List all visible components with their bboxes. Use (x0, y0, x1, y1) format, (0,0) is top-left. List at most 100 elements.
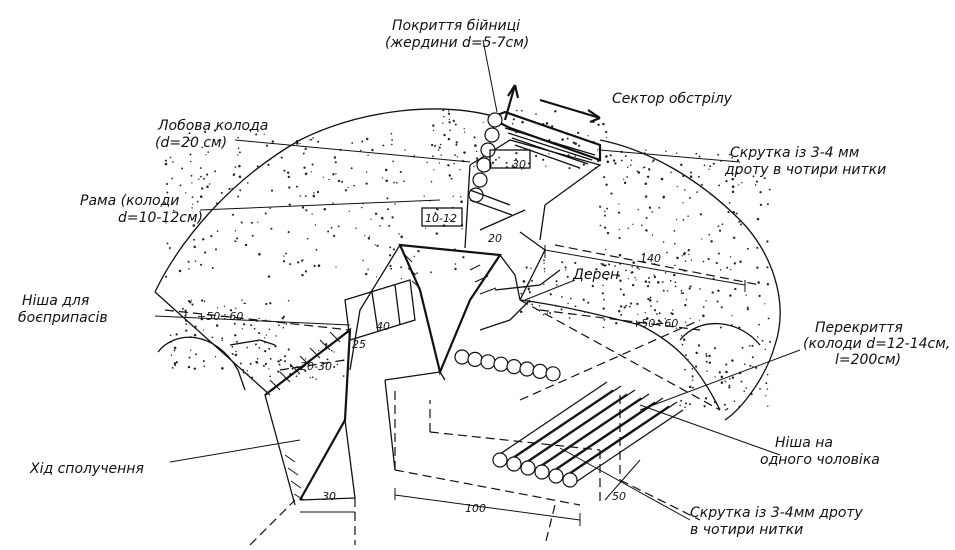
soil-dot (665, 150, 667, 153)
soil-dot (757, 281, 760, 284)
soil-dot (187, 365, 191, 369)
soil-dot (574, 261, 577, 265)
soil-dot (648, 206, 652, 209)
soil-dot (302, 152, 305, 155)
soil-dot (201, 146, 203, 149)
soil-dot (268, 368, 270, 370)
bundle-log-edge (496, 381, 608, 457)
soil-dot (731, 156, 734, 159)
soil-dot (673, 242, 676, 245)
log-bundle (492, 381, 684, 488)
soil-dot (705, 360, 708, 363)
ammo-niche-label-line2: боєприпасів (18, 310, 108, 326)
soil-dot (602, 307, 605, 310)
bundle-log-end (534, 464, 550, 480)
soil-dot (682, 219, 685, 221)
dim-50-60-left: +50÷60 (197, 310, 243, 323)
bundle-log-edge (510, 385, 622, 461)
soil-dot (637, 171, 641, 174)
front-log-label: Лобова колода (d=20 см) (155, 118, 273, 151)
soil-dot (438, 162, 441, 164)
soil-dot (190, 349, 192, 351)
soil-dot (732, 211, 735, 214)
soil-dot (767, 405, 769, 407)
soil-dot (643, 166, 646, 169)
soil-dot (719, 326, 722, 329)
soil-dot (337, 179, 341, 183)
soil-dot (304, 358, 307, 360)
soil-dot (756, 157, 759, 161)
soil-dot (184, 319, 188, 322)
soil-dot (437, 208, 439, 211)
soil-dot (330, 349, 333, 352)
soil-dot (637, 313, 639, 315)
soil-dot (688, 253, 690, 256)
soil-dot (400, 266, 403, 269)
soil-dot (605, 249, 607, 251)
soil-dot (691, 379, 694, 381)
soil-dot (643, 252, 645, 255)
soil-dot (512, 118, 515, 121)
soil-dot (520, 109, 523, 112)
soil-dot (705, 353, 708, 355)
sector-arrows (503, 84, 601, 124)
soil-dot (413, 255, 415, 258)
soil-dot (656, 300, 659, 303)
soil-dot (475, 157, 479, 160)
soil-dot (681, 255, 683, 257)
soil-dot (448, 121, 451, 124)
soil-dot (604, 214, 606, 217)
soil-dot (705, 355, 708, 357)
soil-dot (648, 281, 651, 284)
overlap-log (480, 354, 496, 370)
soil-dot (391, 216, 394, 219)
soil-dot (708, 168, 710, 170)
soil-dot (271, 140, 275, 143)
soil-dot (201, 187, 204, 190)
soil-dot (448, 174, 452, 177)
soil-dot (622, 293, 625, 296)
soil-dot (237, 147, 240, 150)
soil-dot (287, 299, 290, 302)
soil-dot (684, 189, 686, 191)
soil-dot (583, 311, 586, 313)
soil-dot (365, 182, 368, 185)
soil-dot (191, 303, 194, 306)
soil-dot (175, 333, 178, 336)
soil-dot (612, 159, 616, 162)
soil-dot (603, 226, 607, 229)
soil-dot (615, 321, 618, 325)
soil-dot (434, 212, 437, 215)
soil-dot (767, 317, 770, 320)
soil-dot (447, 164, 450, 167)
soil-dot (602, 326, 605, 329)
soil-dot (689, 196, 691, 199)
soil-dot (304, 369, 307, 372)
soil-dot (235, 307, 237, 310)
soil-dot (192, 203, 194, 205)
soil-dot (210, 235, 213, 238)
soil-dot (648, 299, 652, 302)
soil-dot (545, 122, 549, 125)
mound-bump-right (679, 322, 761, 346)
soil-dot (313, 264, 316, 268)
soil-dot (164, 159, 167, 162)
soil-dot (433, 169, 435, 171)
soil-dot (644, 312, 646, 314)
soil-dot (355, 227, 357, 229)
dim-20-30: 20-30 (300, 360, 332, 373)
soil-dot (636, 170, 639, 173)
soil-dot (278, 324, 280, 327)
soil-dot (215, 248, 217, 251)
soil-dot (671, 312, 674, 316)
soil-dot (171, 177, 174, 180)
soil-dot (635, 279, 637, 281)
soil-dot (223, 305, 226, 307)
soil-dot (302, 259, 304, 261)
soil-dot (399, 170, 402, 173)
soil-dot (685, 354, 687, 357)
soil-dot (241, 328, 243, 330)
soil-dot (463, 151, 466, 154)
soil-dot (449, 129, 451, 132)
soil-dot (689, 171, 693, 174)
